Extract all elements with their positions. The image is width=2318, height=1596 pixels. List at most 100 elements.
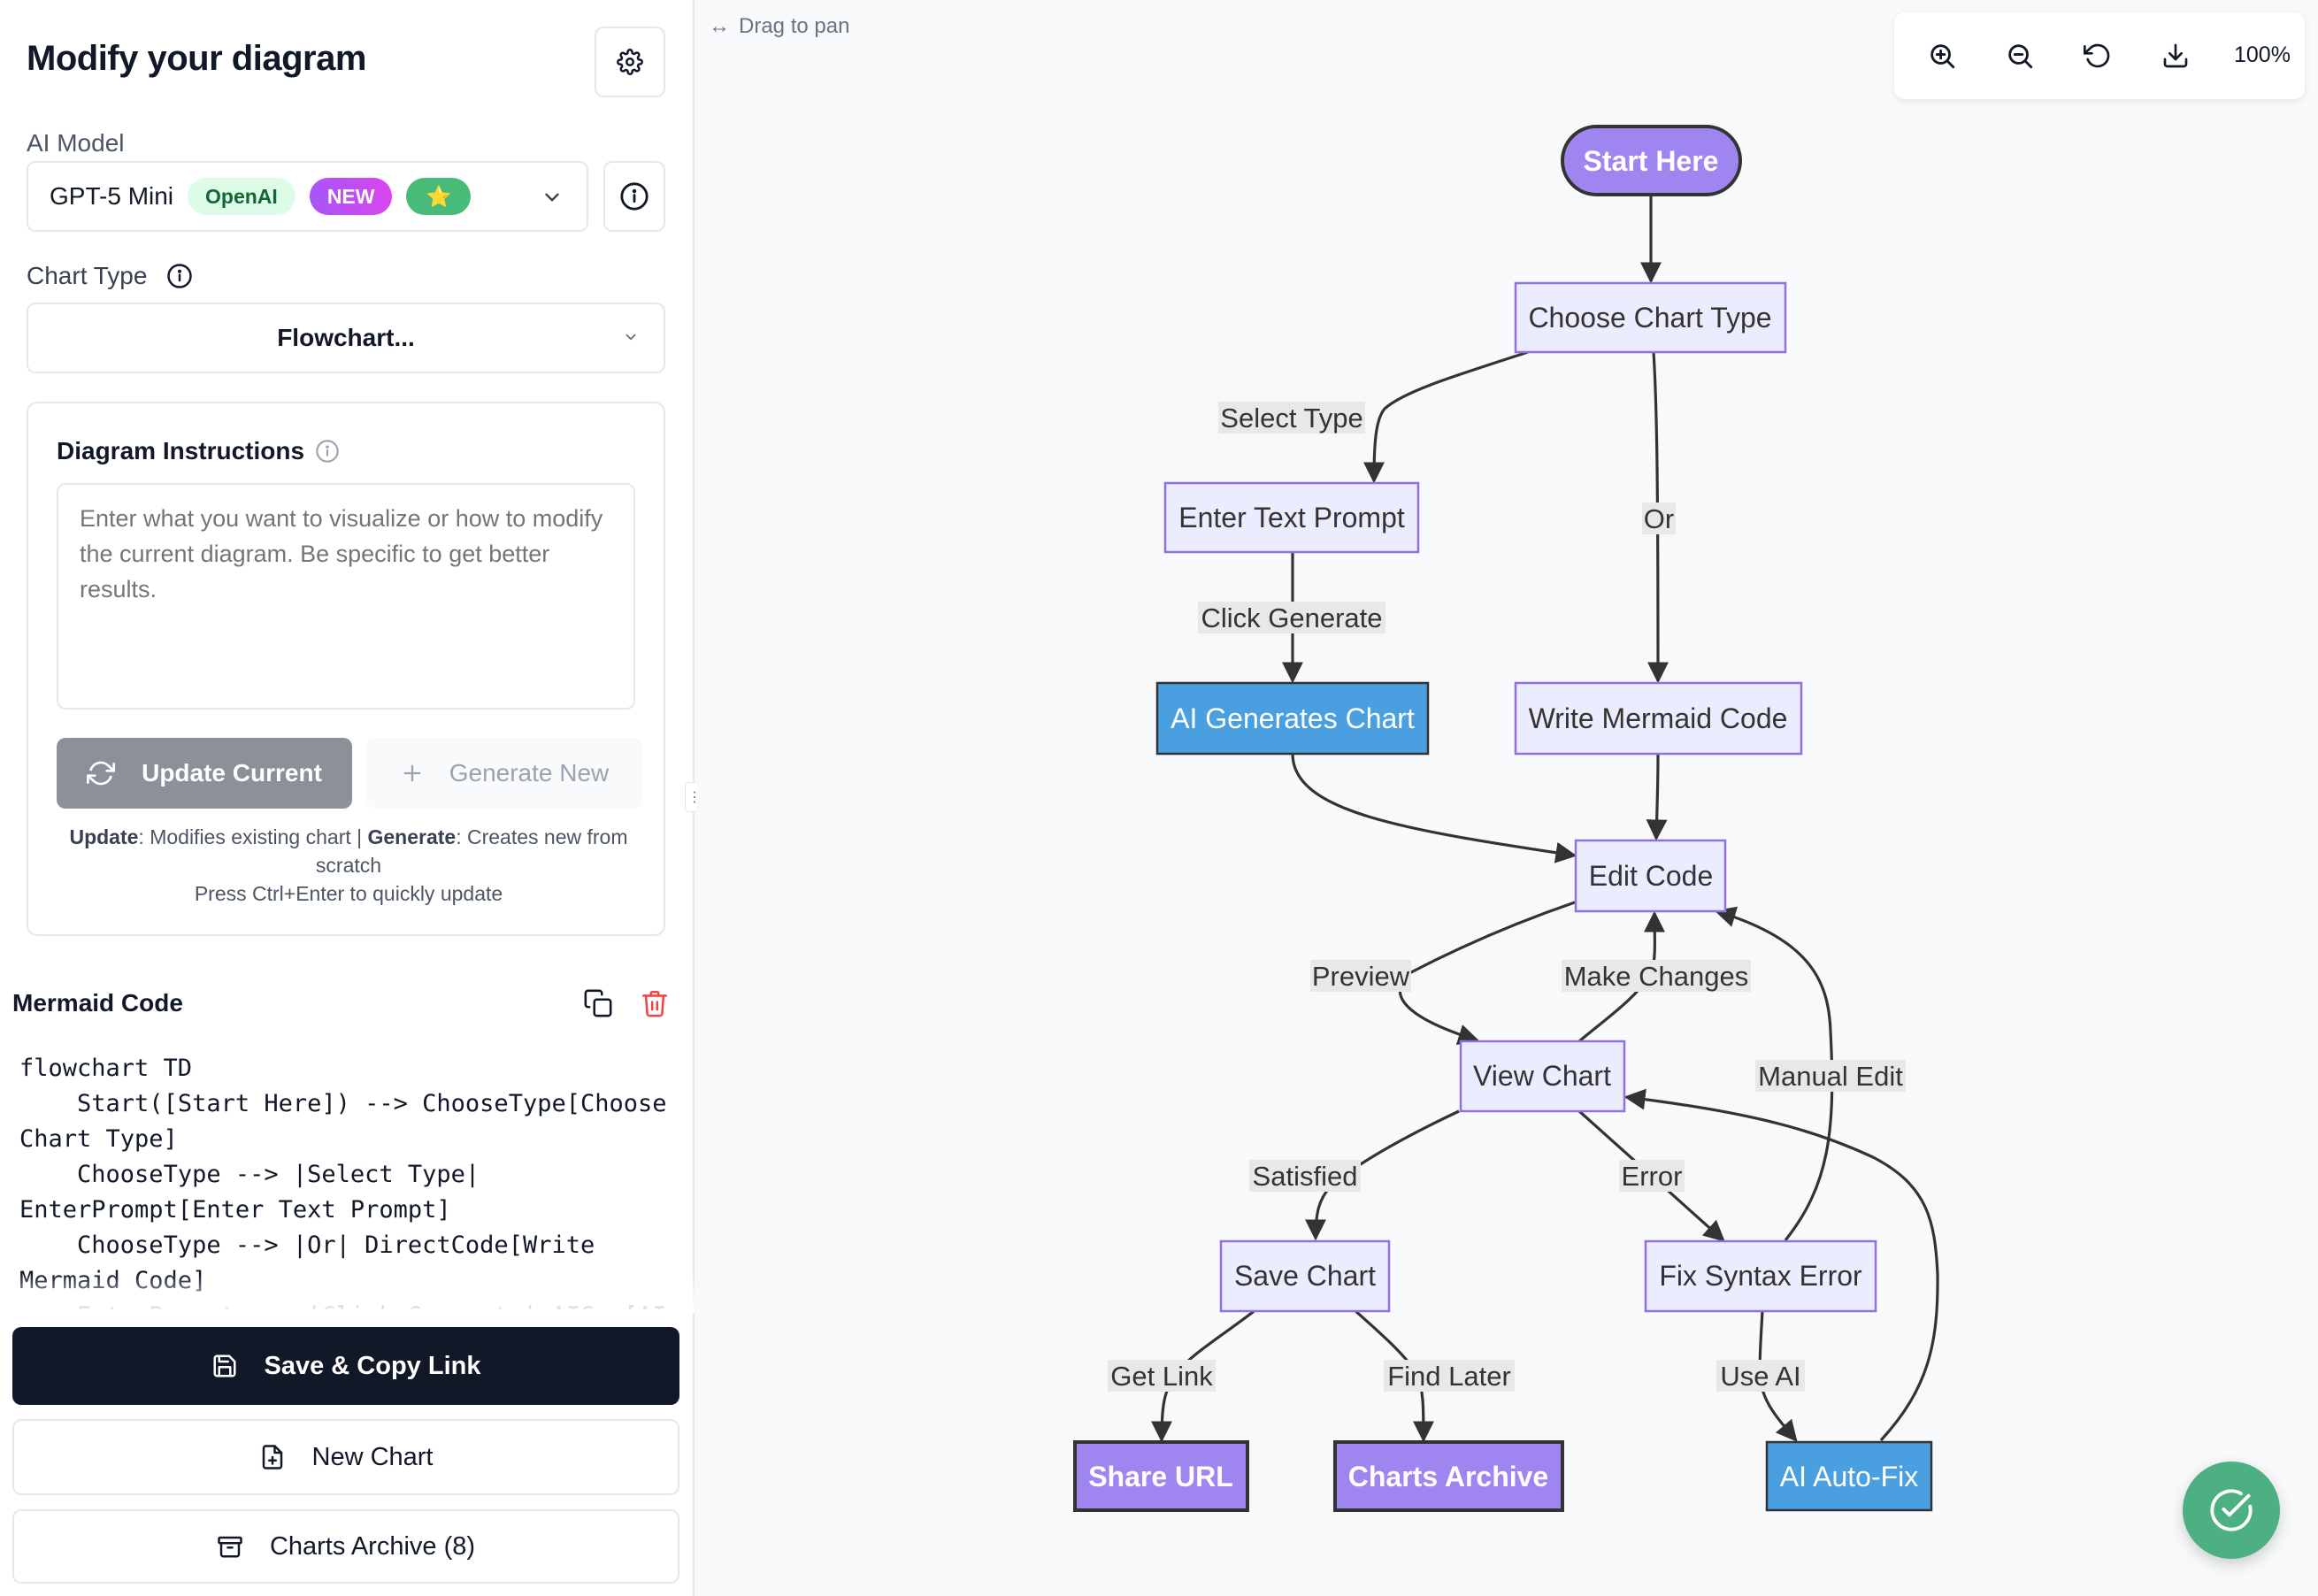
file-plus-icon <box>262 1445 282 1469</box>
instructions-input[interactable] <box>57 483 635 710</box>
node-view-chart-label: View Chart <box>1473 1060 1611 1092</box>
zoom-in-button[interactable] <box>1923 36 1961 75</box>
zoom-out-button[interactable] <box>2000 36 2039 75</box>
zoom-level: 100% <box>2234 42 2291 67</box>
edge-label-select-type: Select Type <box>1220 403 1362 434</box>
node-fix-syntax-error-label: Fix Syntax Error <box>1659 1260 1862 1292</box>
node-choose-chart-type-label: Choose Chart Type <box>1528 302 1771 334</box>
zoom-in-icon <box>1930 44 1955 69</box>
instructions-help: Update: Modifies existing chart | Genera… <box>50 823 648 908</box>
edge-label-use-ai: Use AI <box>1720 1361 1800 1392</box>
node-charts-archive-label: Charts Archive <box>1348 1461 1548 1492</box>
new-chart-button[interactable]: New Chart <box>12 1419 679 1495</box>
drag-hint: ↔ Drag to pan <box>709 14 849 39</box>
ai-model-label: AI Model <box>27 129 125 157</box>
update-current-label: Update Current <box>142 759 322 786</box>
node-enter-text-prompt[interactable]: Enter Text Prompt <box>1163 481 1420 554</box>
node-ai-generates-chart[interactable]: AI Generates Chart <box>1155 681 1430 756</box>
delete-code-button[interactable] <box>637 986 672 1021</box>
save-copy-link-button[interactable]: Save & Copy Link <box>12 1327 679 1405</box>
save-icon <box>213 1354 236 1377</box>
diagram-canvas[interactable]: ↔ Drag to pan <box>696 0 2318 1596</box>
node-ai-generates-chart-label: AI Generates Chart <box>1171 702 1415 734</box>
nodes: Start Here Choose Chart Type Enter Text … <box>1073 125 1933 1512</box>
mermaid-code-title: Mermaid Code <box>12 989 183 1017</box>
node-save-chart[interactable]: Save Chart <box>1219 1239 1391 1313</box>
archive-icon <box>218 1536 242 1558</box>
instructions-title: Diagram Instructions <box>57 437 340 465</box>
info-icon[interactable] <box>166 263 193 289</box>
help-shortcut: Press Ctrl+Enter to quickly update <box>194 882 503 905</box>
generate-new-label: Generate New <box>449 759 610 786</box>
mermaid-code-editor[interactable]: flowchart TD Start([Start Here]) --> Cho… <box>19 1055 667 1309</box>
page-title: Modify your diagram <box>27 39 366 78</box>
edge-label-find-later: Find Later <box>1387 1361 1511 1392</box>
edge-label-satisfied: Satisfied <box>1253 1161 1358 1192</box>
info-icon[interactable] <box>315 439 340 464</box>
node-write-mermaid-code-label: Write Mermaid Code <box>1529 702 1788 734</box>
node-start-here-label: Start Here <box>1584 145 1719 177</box>
ai-model-select[interactable]: GPT-5 Mini OpenAI NEW ⭐ <box>27 161 588 232</box>
edge-label-or: Or <box>1644 503 1674 534</box>
info-icon <box>620 182 649 211</box>
flowchart-diagram: Select Type Or Click Generate Preview Ma… <box>1073 125 1939 1512</box>
node-share-url[interactable]: Share URL <box>1073 1440 1249 1512</box>
node-charts-archive[interactable]: Charts Archive <box>1333 1440 1564 1512</box>
chevron-down-icon <box>626 334 636 341</box>
zoom-out-icon <box>2008 44 2033 69</box>
edge-label-click-generate: Click Generate <box>1201 602 1382 633</box>
chart-type-label: Chart Type <box>27 262 193 290</box>
edge-label-manual-edit: Manual Edit <box>1758 1061 1903 1092</box>
update-current-button[interactable]: Update Current <box>57 738 352 809</box>
charts-archive-label: Charts Archive (8) <box>269 1531 476 1561</box>
zoom-toolbar: 100% <box>1894 12 2305 99</box>
node-save-chart-label: Save Chart <box>1234 1260 1376 1292</box>
provider-badge: OpenAI <box>188 178 296 215</box>
download-icon <box>2163 43 2188 68</box>
node-ai-auto-fix[interactable]: AI Auto-Fix <box>1765 1440 1933 1512</box>
status-check-button[interactable] <box>2183 1462 2280 1559</box>
node-ai-auto-fix-label: AI Auto-Fix <box>1780 1461 1919 1492</box>
trash-icon <box>641 990 668 1017</box>
edge-edit-view <box>1398 901 1576 1045</box>
code-fade-overlay <box>0 1274 695 1313</box>
copy-code-button[interactable] <box>580 986 616 1021</box>
instructions-title-text: Diagram Instructions <box>57 437 305 464</box>
edge-choose-prompt <box>1363 350 1529 484</box>
node-fix-syntax-error[interactable]: Fix Syntax Error <box>1644 1239 1877 1313</box>
node-share-url-label: Share URL <box>1088 1461 1233 1492</box>
node-enter-text-prompt-label: Enter Text Prompt <box>1178 502 1405 533</box>
generate-new-button[interactable]: Generate New <box>366 738 642 809</box>
edge-mermaid-edit <box>1646 753 1668 841</box>
edge-label-preview: Preview <box>1312 961 1410 992</box>
settings-button[interactable] <box>595 27 665 97</box>
edge-label-error: Error <box>1622 1161 1683 1192</box>
new-chart-label: New Chart <box>311 1442 434 1471</box>
help-update-bold: Update <box>69 825 139 848</box>
node-edit-code[interactable]: Edit Code <box>1574 839 1727 913</box>
node-write-mermaid-code[interactable]: Write Mermaid Code <box>1514 681 1803 756</box>
node-edit-code-label: Edit Code <box>1589 860 1714 892</box>
node-view-chart[interactable]: View Chart <box>1459 1040 1626 1113</box>
edge-autofix-view <box>1623 1088 1939 1442</box>
chart-type-select[interactable]: Flowchart... <box>27 303 665 373</box>
edge-fix-edit <box>1714 906 1834 1241</box>
help-generate-bold: Generate <box>367 825 457 848</box>
model-info-button[interactable] <box>603 161 665 232</box>
edge-labels: Select Type Or Click Generate Preview Ma… <box>1108 402 1906 1392</box>
gear-icon <box>617 49 643 75</box>
node-start-here[interactable]: Start Here <box>1561 125 1742 196</box>
chart-type-label-text: Chart Type <box>27 262 148 289</box>
edge-label-make-changes: Make Changes <box>1564 961 1749 992</box>
charts-archive-button[interactable]: Charts Archive (8) <box>12 1509 679 1584</box>
instructions-card: Diagram Instructions Update Current Gene… <box>27 402 665 936</box>
chevron-down-icon <box>545 193 559 202</box>
pan-arrows-icon: ↔ <box>709 14 730 38</box>
copy-icon <box>584 989 612 1017</box>
help-update-text: : Modifies existing chart | <box>138 825 368 848</box>
node-choose-chart-type[interactable]: Choose Chart Type <box>1514 281 1787 354</box>
sidebar: Modify your diagram AI Model GPT-5 Mini … <box>0 0 695 1596</box>
reset-view-button[interactable] <box>2078 36 2117 75</box>
download-button[interactable] <box>2156 36 2195 75</box>
